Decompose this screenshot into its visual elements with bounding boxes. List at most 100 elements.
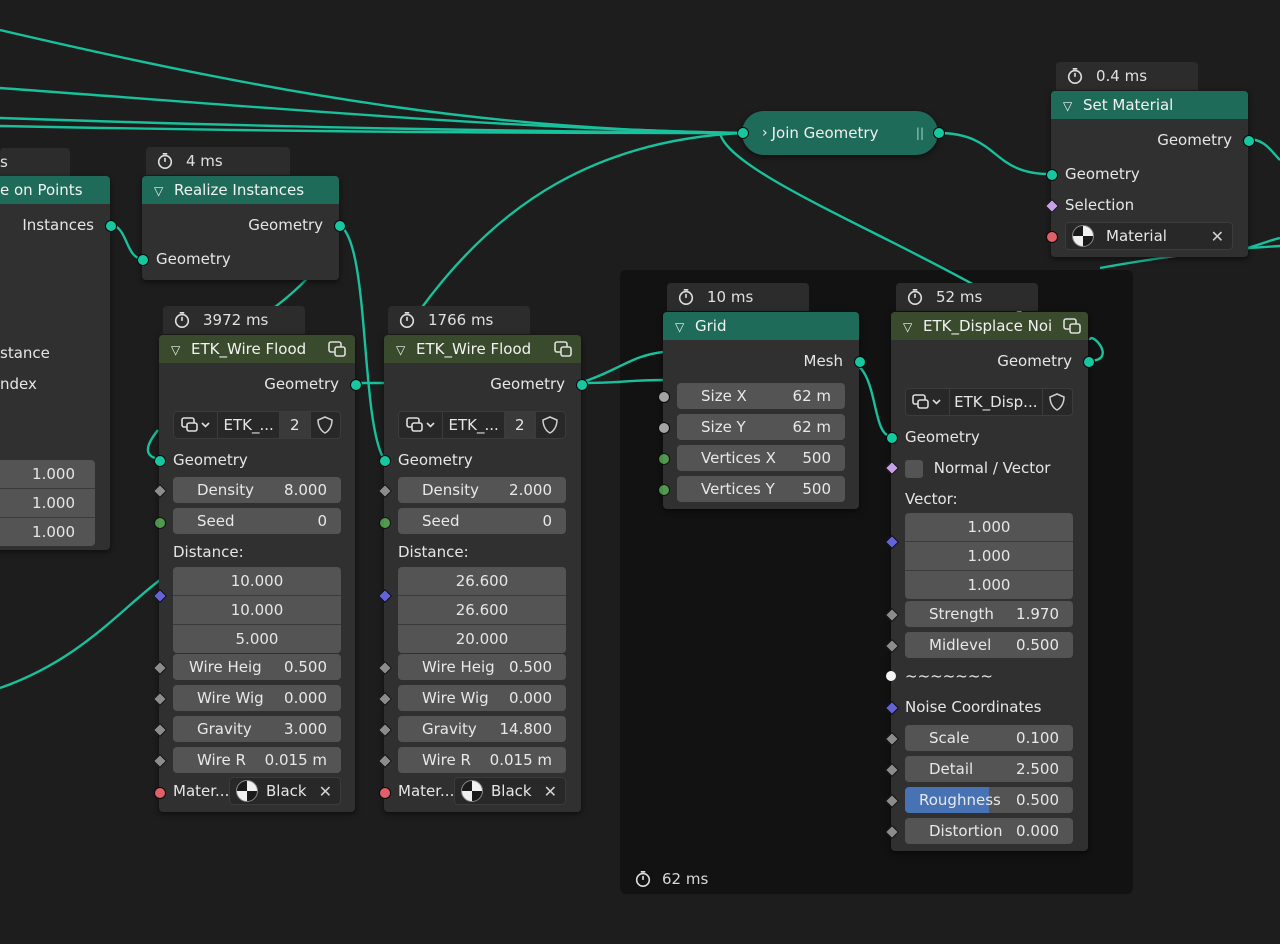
wire2-distance-x[interactable]: 26.600 [455, 572, 509, 590]
wire2-geometry-output-socket[interactable] [576, 379, 588, 391]
join-geometry-output-socket[interactable] [933, 127, 945, 139]
wire2-gravity-field[interactable]: Gravity 14.800 [398, 716, 566, 742]
wire1-users-count[interactable]: 2 [280, 412, 311, 438]
wire1-material-field[interactable]: Black ✕ [229, 777, 341, 805]
displace-scale-field[interactable]: Scale 0.100 [905, 725, 1073, 751]
wire-flood-node-2[interactable]: ▽ ETK_Wire Flood Geometry ETK_... 2 Geom… [377, 335, 588, 812]
wire1-wire-r-socket[interactable] [152, 753, 168, 769]
chevron-down-icon[interactable]: ▽ [903, 320, 913, 334]
wire2-gravity-socket[interactable] [377, 722, 393, 738]
realize-geometry-input-socket[interactable] [137, 254, 149, 266]
scale-vector-field[interactable]: 1.000 1.000 1.000 [0, 460, 95, 546]
wire2-wire-r-socket[interactable] [377, 753, 393, 769]
wire1-group-picker[interactable]: ETK_... 2 [173, 411, 341, 439]
setmat-material-field[interactable]: Material ✕ [1065, 222, 1233, 250]
displace-strength-field[interactable]: Strength 1.970 [905, 601, 1073, 627]
set-material-header[interactable]: ▽ Set Material [1051, 91, 1248, 119]
wire2-distance-z[interactable]: 20.000 [398, 624, 566, 653]
wire2-distance-vector[interactable]: 26.600 26.600 20.000 [398, 567, 566, 653]
wire1-header[interactable]: ▽ ETK_Wire Flood [159, 335, 355, 363]
displace-roughness-slider[interactable]: Roughness 0.500 [905, 787, 1073, 813]
wire1-browse-group-button[interactable] [174, 412, 219, 438]
displace-header[interactable]: ▽ ETK_Displace Noi [891, 312, 1088, 340]
wire1-seed-field[interactable]: Seed 0 [173, 508, 341, 534]
close-icon[interactable]: ✕ [543, 781, 557, 801]
displace-detail-field[interactable]: Detail 2.500 [905, 756, 1073, 782]
chevron-right-icon[interactable]: › [762, 125, 768, 141]
close-icon[interactable]: ✕ [1210, 226, 1224, 246]
wire1-geometry-input-socket[interactable] [154, 455, 166, 467]
join-geometry-input-socket[interactable] [737, 127, 749, 139]
chevron-down-icon[interactable]: ▽ [154, 184, 164, 198]
wire2-material-socket[interactable] [379, 787, 391, 799]
wire2-density-field[interactable]: Density 2.000 [398, 477, 566, 503]
wire2-density-socket[interactable] [377, 483, 393, 499]
realize-instances-header[interactable]: ▽ Realize Instances [142, 176, 339, 204]
setmat-geometry-output-socket[interactable] [1243, 135, 1255, 147]
wire1-group-name[interactable]: ETK_... [218, 412, 281, 438]
displace-vector-field[interactable]: 1.000 1.000 1.000 [905, 513, 1073, 599]
normal-vector-checkbox[interactable] [905, 459, 923, 478]
wire1-seed-socket[interactable] [154, 517, 166, 529]
wire1-distance-vector[interactable]: 10.000 10.000 5.000 [173, 567, 341, 653]
displace-vector-y[interactable]: 1.000 [905, 541, 1073, 570]
displace-vector-x[interactable]: 1.000 [967, 518, 1011, 536]
wire1-distance-z[interactable]: 5.000 [173, 624, 341, 653]
grid-mesh-output-socket[interactable] [854, 356, 866, 368]
wire2-wire-wig-socket[interactable] [377, 691, 393, 707]
wire1-density-socket[interactable] [152, 483, 168, 499]
wire1-distance-y[interactable]: 10.000 [173, 595, 341, 624]
chevron-down-icon[interactable]: ▽ [171, 343, 181, 357]
wire2-users-count[interactable]: 2 [505, 412, 536, 438]
displace-geometry-output-socket[interactable] [1083, 356, 1095, 368]
displace-vector-z[interactable]: 1.000 [905, 570, 1073, 599]
set-material-node[interactable]: ▽ Set Material Geometry Geometry Selecti… [1044, 91, 1255, 257]
grid-vertices-x-field[interactable]: Vertices X 500 [677, 445, 845, 471]
grid-size-y-socket[interactable] [658, 422, 670, 434]
wire1-material-socket[interactable] [154, 787, 166, 799]
displace-normal-vector-toggle[interactable]: Normal / Vector [891, 455, 1088, 481]
wire2-group-name[interactable]: ETK_... [443, 412, 506, 438]
realize-instances-node[interactable]: ▽ Realize Instances Geometry Geometry [137, 176, 346, 280]
grid-vertices-y-field[interactable]: Vertices Y 500 [677, 476, 845, 502]
wire1-geometry-output-socket[interactable] [350, 379, 362, 391]
displace-separator-socket[interactable] [886, 671, 896, 681]
wire1-wire-wig-field[interactable]: Wire Wig 0.000 [173, 685, 341, 711]
wire2-group-picker[interactable]: ETK_... 2 [398, 411, 566, 439]
wire1-gravity-socket[interactable] [152, 722, 168, 738]
wire2-wire-r-field[interactable]: Wire R 0.015 m [398, 747, 566, 773]
wire2-distance-socket[interactable] [377, 588, 393, 604]
close-icon[interactable]: ✕ [318, 781, 332, 801]
displace-group-picker[interactable]: ETK_Disp... [905, 388, 1073, 416]
wire1-wire-wig-socket[interactable] [152, 691, 168, 707]
wire2-seed-field[interactable]: Seed 0 [398, 508, 566, 534]
join-geometry-node[interactable]: › Join Geometry || [737, 111, 945, 155]
wire-flood-node-1[interactable]: ▽ ETK_Wire Flood Geometry ETK_... 2 Geom… [152, 335, 362, 812]
wire2-wire-heig-field[interactable]: Wire Heig 0.500 [398, 654, 566, 680]
wire1-distance-socket[interactable] [152, 588, 168, 604]
wire1-wire-r-field[interactable]: Wire R 0.015 m [173, 747, 341, 773]
realize-geometry-output-socket[interactable] [334, 220, 346, 232]
wire2-header[interactable]: ▽ ETK_Wire Flood [384, 335, 581, 363]
grid-size-x-field[interactable]: Size X 62 m [677, 383, 845, 409]
wire2-geometry-input-socket[interactable] [379, 455, 391, 467]
instances-output-socket[interactable] [105, 220, 117, 232]
grid-node[interactable]: ▽ Grid Mesh Size X 62 m Size Y 62 m Vert… [658, 312, 866, 509]
displace-distortion-field[interactable]: Distortion 0.000 [905, 818, 1073, 844]
grid-header[interactable]: ▽ Grid [663, 312, 859, 340]
chevron-down-icon[interactable]: ▽ [396, 343, 406, 357]
wire2-fake-user-button[interactable] [536, 412, 565, 438]
grid-vertices-x-socket[interactable] [658, 453, 670, 465]
wire2-distance-y[interactable]: 26.600 [398, 595, 566, 624]
displace-browse-group-button[interactable] [906, 389, 950, 415]
displace-noise-node[interactable]: ▽ ETK_Displace Noi Geometry ETK_Disp... … [884, 312, 1095, 851]
scale-z[interactable]: 1.000 [0, 517, 95, 546]
wire1-wire-heig-socket[interactable] [152, 660, 168, 676]
displace-midlevel-field[interactable]: Midlevel 0.500 [905, 632, 1073, 658]
chevron-down-icon[interactable]: ▽ [1063, 99, 1073, 113]
instance-on-points-node[interactable]: e on Points Instances stance ndex 1.000 … [0, 176, 117, 550]
wire2-browse-group-button[interactable] [399, 412, 444, 438]
grid-vertices-y-socket[interactable] [658, 484, 670, 496]
grid-size-x-socket[interactable] [658, 391, 670, 403]
wire1-density-field[interactable]: Density 8.000 [173, 477, 341, 503]
